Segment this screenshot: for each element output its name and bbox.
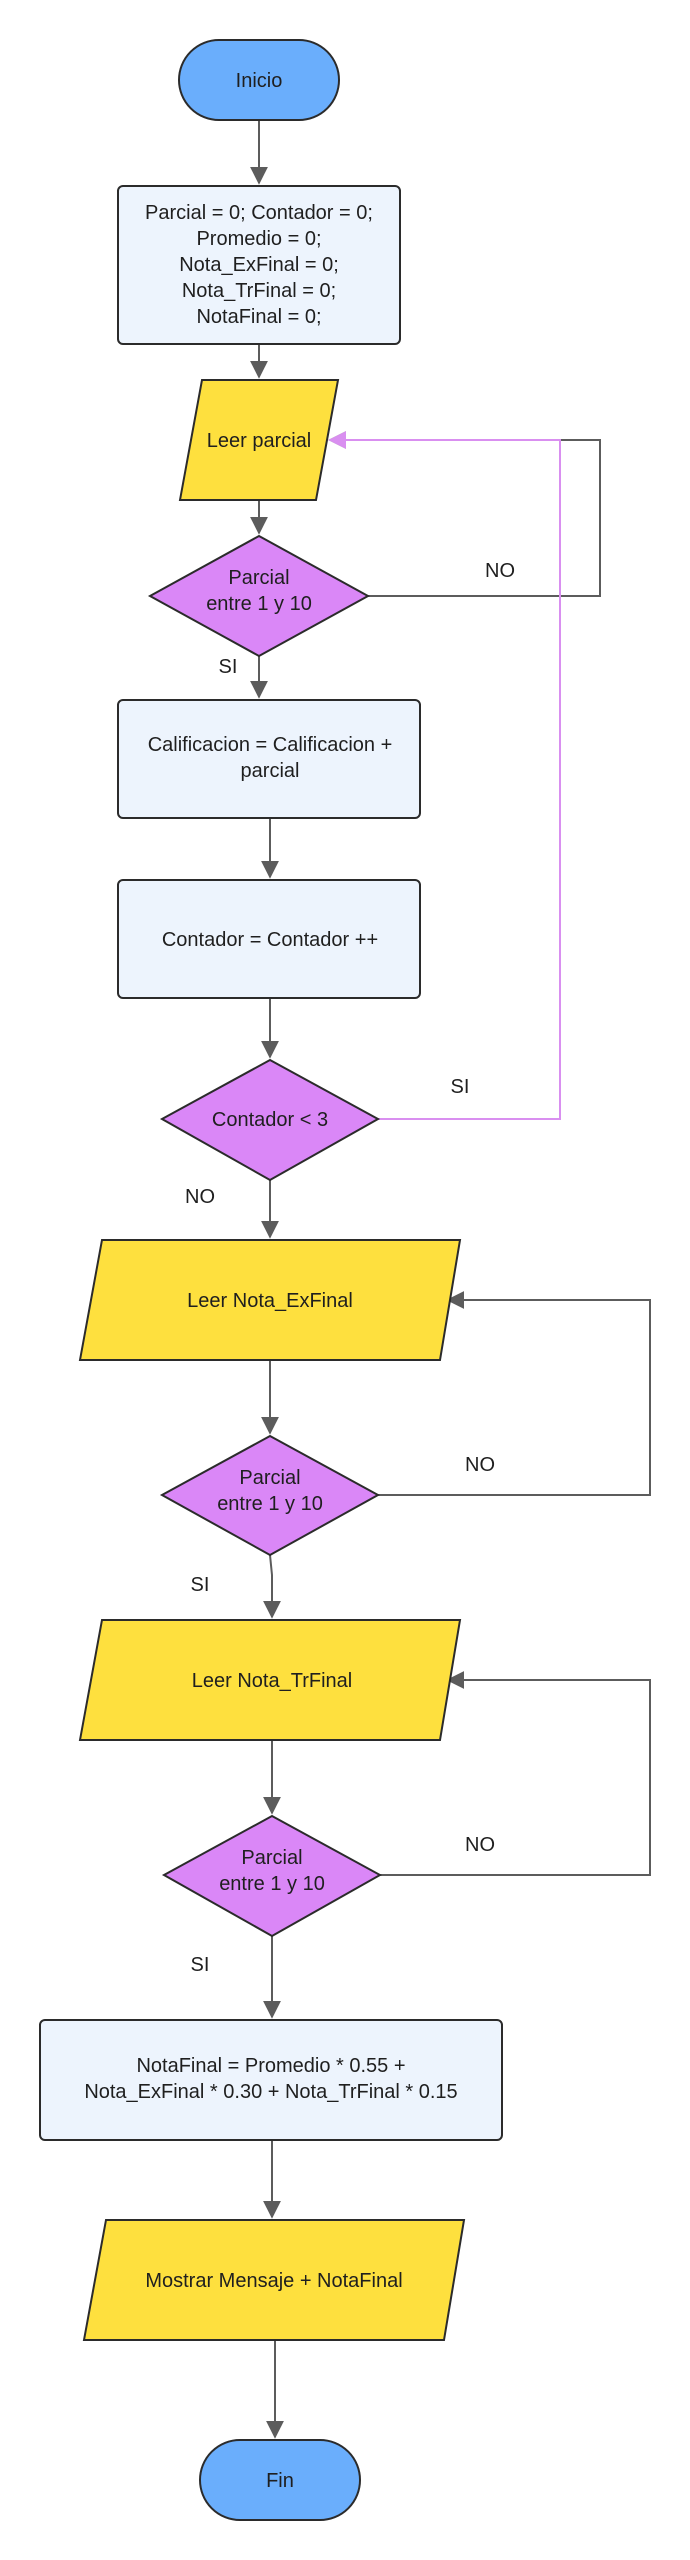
label-check-parcial-no: NO xyxy=(485,560,515,582)
node-label: Inicio xyxy=(236,70,283,92)
node-label: Mostrar Mensaje + NotaFinal xyxy=(145,2270,402,2292)
node-label-line: Nota_ExFinal = 0; xyxy=(179,254,339,276)
node-label-line: NotaFinal = Promedio * 0.55 + xyxy=(136,2055,405,2077)
label-check-exfinal-no: NO xyxy=(465,1454,495,1476)
node-label: Fin xyxy=(266,2470,294,2492)
node-show-message: Mostrar Mensaje + NotaFinal xyxy=(82,2219,466,2341)
node-label: Leer Nota_ExFinal xyxy=(187,1290,353,1312)
node-label-line: Promedio = 0; xyxy=(196,228,321,250)
node-label-line: Contador = Contador ++ xyxy=(162,929,378,951)
node-label: Contador < 3 xyxy=(212,1109,328,1131)
node-label: Parcial entre 1 y 10 xyxy=(206,567,312,615)
label-check-contador-no: NO xyxy=(185,1186,215,1208)
label-check-exfinal-si: SI xyxy=(191,1574,210,1596)
node-label: NotaFinal = Promedio * 0.55 + Nota_ExFina… xyxy=(84,2055,457,2103)
node-label-line: Fin xyxy=(266,2470,294,2492)
node-start: Inicio xyxy=(178,39,340,121)
node-label-line: Leer Nota_ExFinal xyxy=(187,1290,353,1312)
node-label-line: Parcial xyxy=(241,1847,302,1869)
node-inc-contador: Contador = Contador ++ xyxy=(117,879,421,999)
edge-check-trfinal-no-loop xyxy=(380,1671,651,1876)
node-label: Parcial entre 1 y 10 xyxy=(219,1847,325,1895)
node-calc-notafinal: NotaFinal = Promedio * 0.55 + Nota_ExFina… xyxy=(39,2019,503,2141)
node-label-line: Inicio xyxy=(236,70,283,92)
node-end: Fin xyxy=(199,2439,361,2521)
node-label-line: entre 1 y 10 xyxy=(206,593,312,615)
edge-labels: NO SI SI NO NO SI NO SI xyxy=(185,560,515,1976)
node-label: Leer Nota_TrFinal xyxy=(192,1670,352,1692)
node-read-parcial: Leer parcial xyxy=(178,379,340,501)
node-label-line: Leer parcial xyxy=(207,430,312,452)
node-label-line: NotaFinal = 0; xyxy=(196,306,321,328)
node-label-line: Parcial xyxy=(239,1467,300,1489)
node-label-line: Calificacion = Calificacion + xyxy=(148,734,393,756)
node-label-line: parcial xyxy=(241,760,300,782)
node-check-exfinal: Parcial entre 1 y 10 xyxy=(159,1434,381,1557)
node-label-line: Contador < 3 xyxy=(212,1109,328,1131)
label-check-trfinal-si: SI xyxy=(191,1954,210,1976)
node-label-line: Leer Nota_TrFinal xyxy=(192,1670,352,1692)
node-label: Parcial = 0; Contador = 0; Promedio = 0; N… xyxy=(145,202,373,328)
node-label-line: entre 1 y 10 xyxy=(219,1873,325,1895)
node-check-parcial: Parcial entre 1 y 10 xyxy=(147,534,371,658)
edge-check-exfinal-si xyxy=(263,1554,281,1619)
label-check-contador-si: SI xyxy=(451,1076,470,1098)
node-label: Parcial entre 1 y 10 xyxy=(217,1467,323,1515)
node-label-line: Parcial xyxy=(228,567,289,589)
node-label: Calificacion = Calificacion + parcial xyxy=(148,734,393,782)
node-read-trfinal: Leer Nota_TrFinal xyxy=(78,1619,462,1741)
node-label-line: Parcial = 0; Contador = 0; xyxy=(145,202,373,224)
edge-check-exfinal-no-loop xyxy=(378,1291,651,1496)
connectors xyxy=(250,120,651,2439)
node-check-contador: Contador < 3 xyxy=(159,1058,381,1182)
edge-check-contador-si-loop xyxy=(328,431,561,1120)
node-init: Parcial = 0; Contador = 0; Promedio = 0; N… xyxy=(117,185,401,345)
node-label-line: Nota_ExFinal * 0.30 + Nota_TrFinal * 0.1… xyxy=(84,2081,457,2103)
node-check-trfinal: Parcial entre 1 y 10 xyxy=(161,1814,383,1938)
node-label-line: entre 1 y 10 xyxy=(217,1493,323,1515)
label-check-parcial-si: SI xyxy=(219,656,238,678)
node-read-exfinal: Leer Nota_ExFinal xyxy=(78,1239,462,1361)
node-label-line: Mostrar Mensaje + NotaFinal xyxy=(145,2270,402,2292)
node-label: Leer parcial xyxy=(207,430,312,452)
node-sum-calificacion: Calificacion = Calificacion + parcial xyxy=(117,699,421,819)
node-label-line: Nota_TrFinal = 0; xyxy=(182,280,336,302)
node-label: Contador = Contador ++ xyxy=(162,929,378,951)
label-check-trfinal-no: NO xyxy=(465,1834,495,1856)
